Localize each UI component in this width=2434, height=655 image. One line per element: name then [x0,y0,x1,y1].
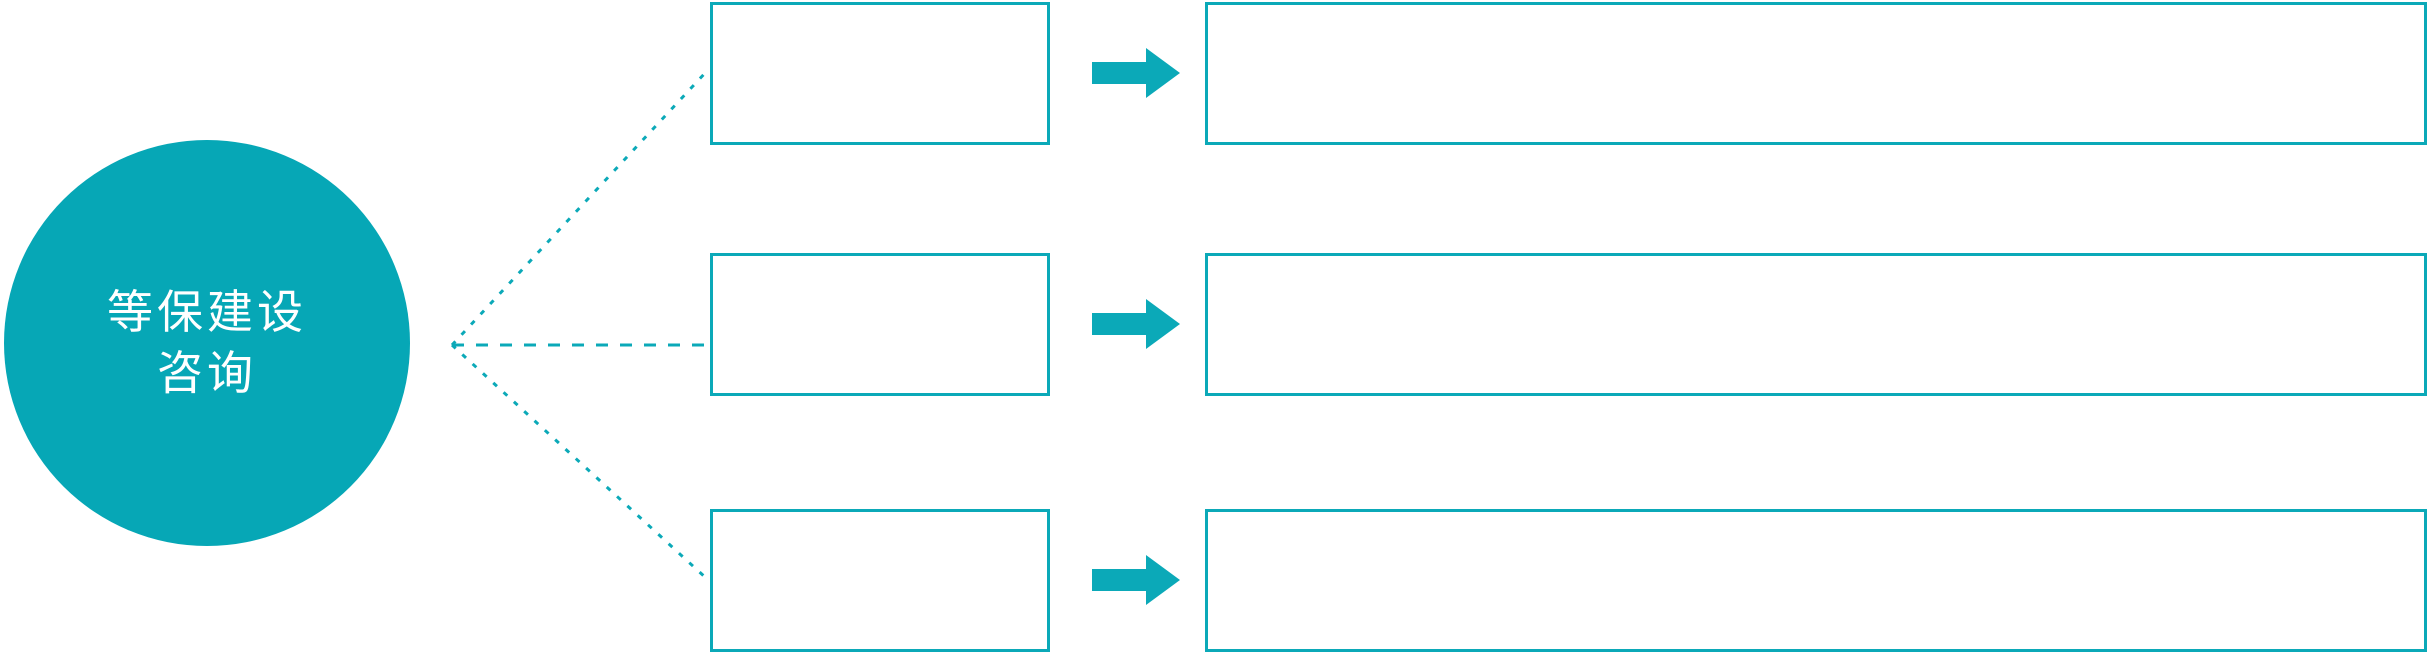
row-3-detail-box[interactable] [1205,509,2427,652]
arrow-right-icon [1092,299,1180,349]
row-1-detail-box[interactable] [1205,2,2427,145]
row-2-category-box[interactable] [710,253,1050,396]
connector-line-bottom [450,343,708,580]
hub-label-line-2: 咨询 [157,347,257,399]
hub-circle[interactable]: 等保建设 咨询 [4,140,410,546]
hub-label-line-1: 等保建设 [107,286,307,339]
connector-line-top [450,70,708,347]
row-3-category-box[interactable] [710,509,1050,652]
arrow-right-icon [1092,48,1180,98]
row-2-detail-box[interactable] [1205,253,2427,396]
arrow-right-icon [1092,555,1180,605]
row-1-category-box[interactable] [710,2,1050,145]
